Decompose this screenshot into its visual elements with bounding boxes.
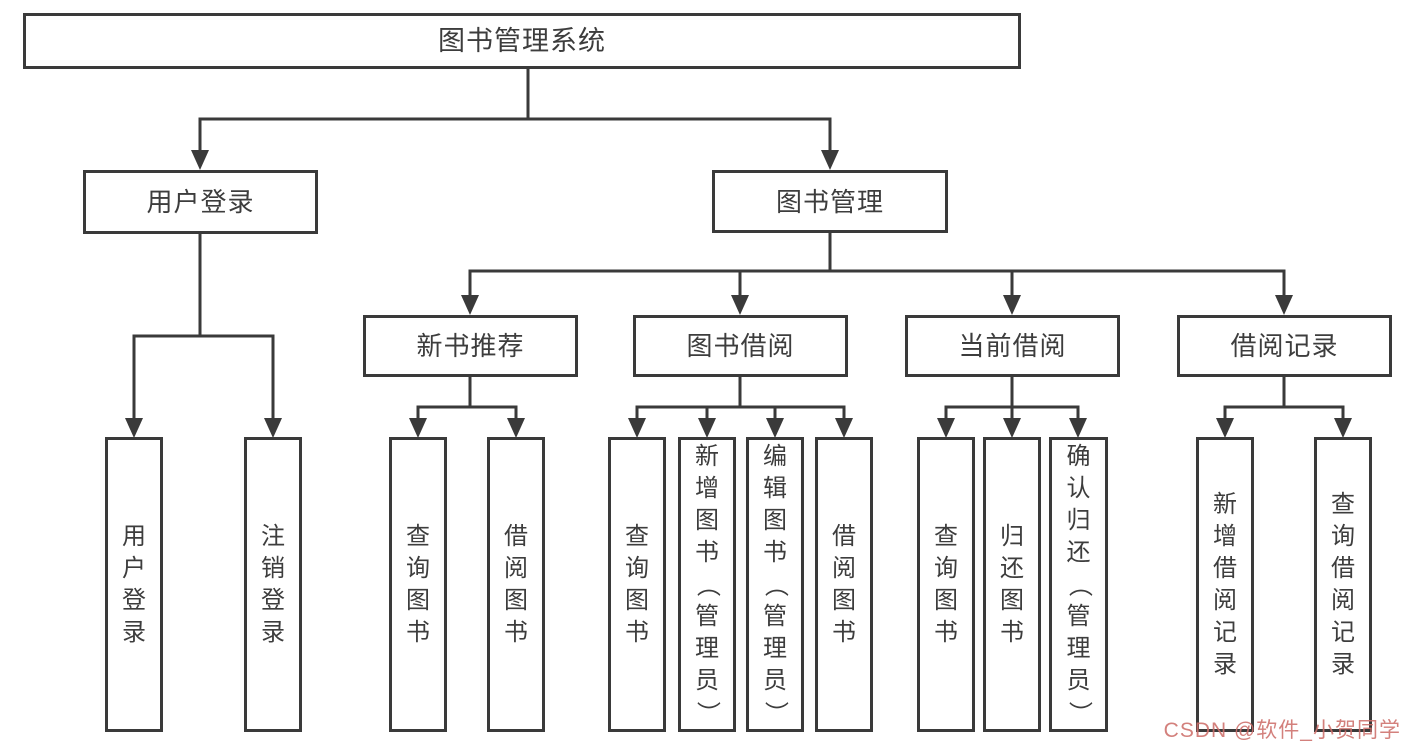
- leaf-add-borrow-record: 新增借阅记录: [1196, 437, 1254, 732]
- leaf-query-books-3: 查询图书: [917, 437, 975, 732]
- node-borrow-record: 借阅记录: [1177, 315, 1392, 377]
- node-label: 图书管理系统: [438, 25, 606, 56]
- node-library-management-system: 图书管理系统: [23, 13, 1021, 69]
- leaf-add-books-admin: 新增图书（管理员）: [678, 437, 736, 732]
- leaf-edit-books-admin: 编辑图书（管理员）: [746, 437, 804, 732]
- leaf-borrow-books-2: 借阅图书: [815, 437, 873, 732]
- node-new-book-recommend: 新书推荐: [363, 315, 578, 377]
- node-label: 查询图书: [406, 522, 430, 646]
- leaf-query-books-1: 查询图书: [389, 437, 447, 732]
- leaf-user-login: 用户登录: [105, 437, 163, 732]
- node-label: 编辑图书（管理员）: [762, 442, 789, 725]
- node-label: 当前借阅: [958, 331, 1067, 361]
- node-label: 新增图书（管理员）: [694, 442, 721, 725]
- leaf-return-books: 归还图书: [983, 437, 1041, 732]
- node-book-borrow: 图书借阅: [633, 315, 848, 377]
- node-label: 借阅图书: [504, 522, 528, 646]
- node-label: 用户登录: [122, 522, 146, 646]
- leaf-borrow-books-1: 借阅图书: [487, 437, 545, 732]
- node-current-borrow: 当前借阅: [905, 315, 1120, 377]
- connector-borrow-record-to-leaves: [1216, 375, 1352, 438]
- node-label: 查询图书: [934, 522, 958, 646]
- node-label: 借阅记录: [1230, 331, 1339, 361]
- leaf-query-borrow-record: 查询借阅记录: [1314, 437, 1372, 732]
- node-label: 查询图书: [625, 522, 649, 646]
- node-label: 图书管理: [775, 186, 884, 217]
- leaf-logout: 注销登录: [244, 437, 302, 732]
- node-label: 确认归还（管理员）: [1065, 442, 1093, 725]
- connector-book-management-to-level3: [461, 231, 1293, 315]
- connector-user-login-to-leaves: [125, 232, 282, 438]
- node-label: 查询借阅记录: [1331, 490, 1355, 678]
- node-label: 新书推荐: [416, 331, 525, 361]
- connector-book-borrow-to-leaves: [628, 375, 853, 438]
- node-user-login: 用户登录: [83, 170, 318, 234]
- connector-current-borrow-to-leaves: [937, 375, 1087, 438]
- csdn-watermark: CSDN @软件_小贺同学: [1163, 719, 1401, 742]
- node-label: 归还图书: [1000, 522, 1024, 646]
- leaf-query-books-2: 查询图书: [608, 437, 666, 732]
- node-label: 用户登录: [146, 187, 255, 217]
- node-label: 借阅图书: [832, 522, 856, 646]
- node-label: 图书借阅: [686, 331, 795, 361]
- connector-root-to-level2: [191, 67, 839, 170]
- node-book-management: 图书管理: [712, 170, 948, 233]
- node-label: 新增借阅记录: [1213, 490, 1237, 678]
- node-label: 注销登录: [261, 522, 285, 646]
- leaf-confirm-return-admin: 确认归还（管理员）: [1049, 437, 1108, 732]
- connector-new-book-recommend-to-leaves: [409, 375, 525, 438]
